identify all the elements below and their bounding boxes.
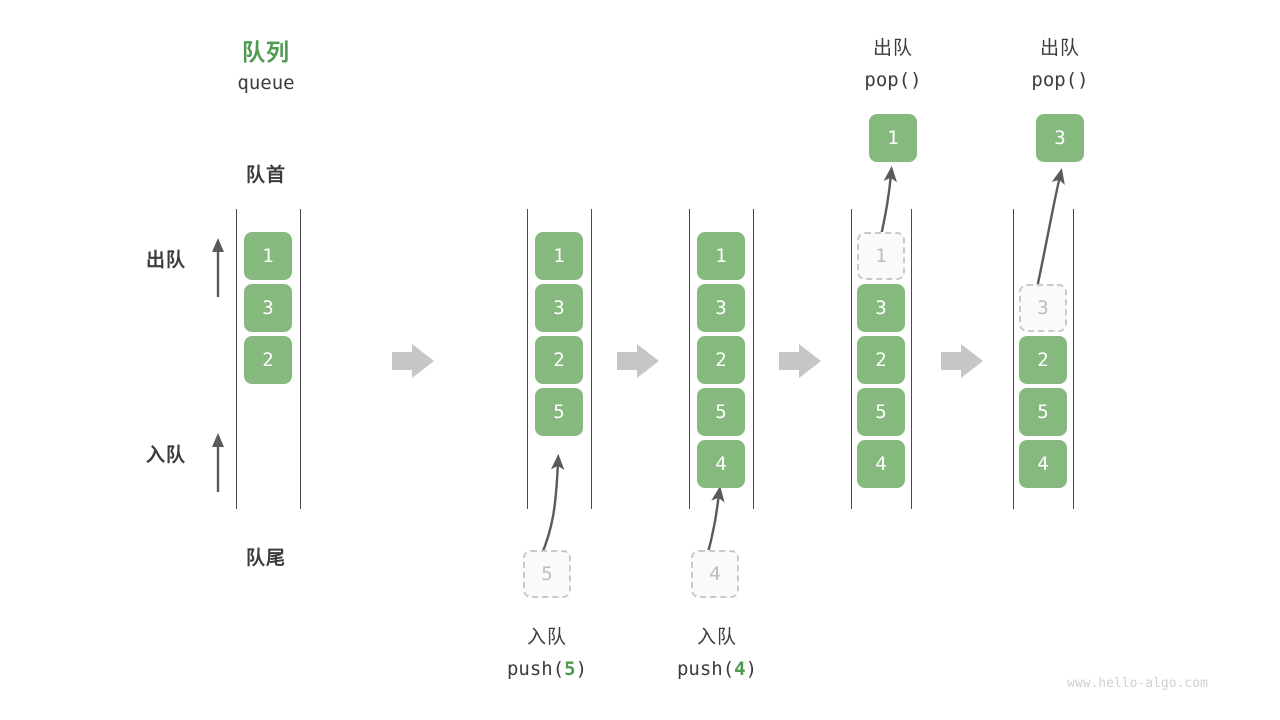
queue-cell: 3 [535,284,583,332]
outgoing-cell: 1 [869,114,917,162]
push-5-arg: 5 [564,658,576,680]
rail-left-col4 [851,209,852,509]
pop-1-label-cn: 出队 [872,38,913,59]
watermark: www.hello-algo.com [1067,676,1208,691]
pop-3-motion-arrow [1035,168,1065,289]
outgoing-cell: 3 [1036,114,1084,162]
dequeue-direction-arrow [212,238,224,297]
queue-cell: 4 [1019,440,1067,488]
enqueue-side-label: 入队 [146,445,187,466]
queue-cell: 5 [1019,388,1067,436]
rail-right-col3 [753,209,754,509]
rail-right-col2 [591,209,592,509]
enqueue-direction-arrow [212,433,224,492]
rail-left-col2 [527,209,528,509]
queue-cell: 2 [1019,336,1067,384]
queue-cell: 4 [857,440,905,488]
page-title-code: queue [237,72,295,94]
queue-cell: 4 [697,440,745,488]
queue-cell: 5 [857,388,905,436]
dequeue-side-label: 出队 [146,250,187,271]
step-arrow-1 [392,344,434,378]
pop-1-motion-arrow [879,165,897,237]
queue-cell: 5 [535,388,583,436]
queue-cell: 2 [535,336,583,384]
rear-label: 队尾 [245,548,286,569]
incoming-ghost-cell: 4 [691,550,739,598]
push-4-label-code: push(4) [676,658,758,680]
rail-left-col5 [1013,209,1014,509]
popped-ghost-cell: 1 [857,232,905,280]
queue-cell: 1 [244,232,292,280]
queue-cell: 2 [697,336,745,384]
queue-cell: 1 [697,232,745,280]
queue-cell: 3 [244,284,292,332]
front-label: 队首 [245,165,286,186]
rail-right-col1 [300,209,301,509]
step-arrow-3 [779,344,821,378]
rail-left-col1 [236,209,237,509]
push-4-motion-arrow [705,485,725,557]
queue-cell: 3 [697,284,745,332]
push-5-label-code: push(5) [506,658,588,680]
queue-cell: 3 [857,284,905,332]
queue-cell: 2 [244,336,292,384]
queue-cell: 5 [697,388,745,436]
rail-left-col3 [689,209,690,509]
push-4-arg: 4 [734,658,746,680]
incoming-ghost-cell: 5 [523,550,571,598]
popped-ghost-cell: 3 [1019,284,1067,332]
page-title: 队列 [242,39,290,65]
queue-cell: 1 [535,232,583,280]
pop-3-label-code: pop() [1031,69,1089,91]
queue-cell: 2 [857,336,905,384]
push-4-label-cn: 入队 [696,627,737,648]
step-arrow-2 [617,344,659,378]
pop-3-label-cn: 出队 [1039,38,1080,59]
push-5-label-cn: 入队 [526,627,567,648]
push-5-motion-arrow [539,453,565,557]
rail-right-col4 [911,209,912,509]
step-arrow-4 [941,344,983,378]
pop-1-label-code: pop() [864,69,922,91]
rail-right-col5 [1073,209,1074,509]
